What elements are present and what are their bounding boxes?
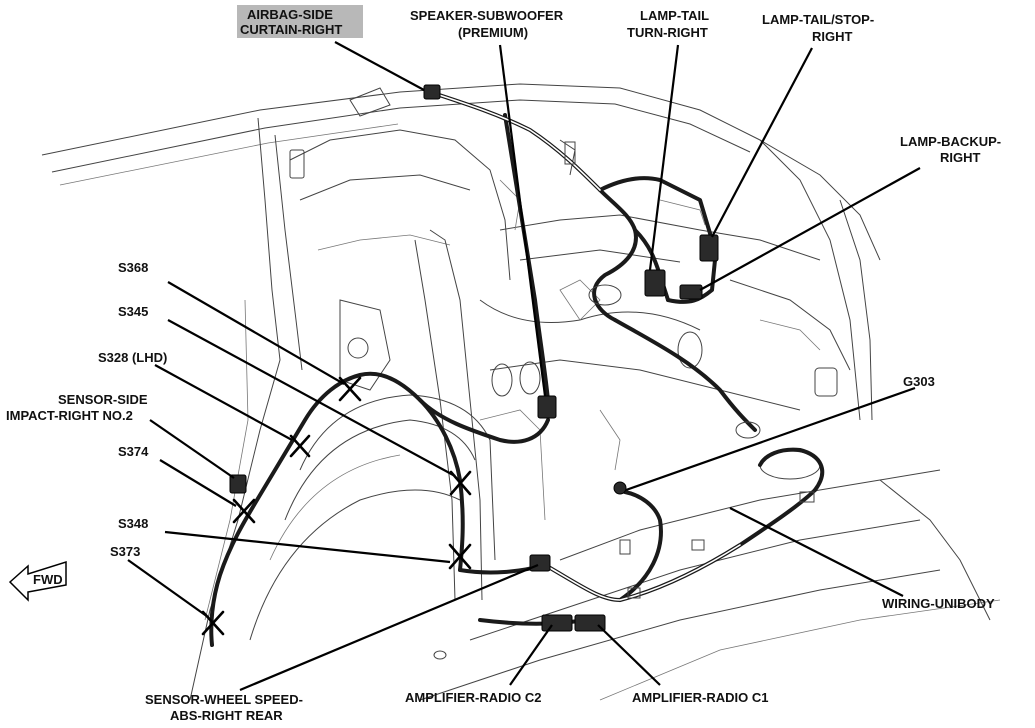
label-lamp-tail-turn-right-line1: LAMP-TAIL — [640, 8, 709, 23]
label-sensor-wheel-speed-line1: SENSOR-WHEEL SPEED- — [145, 692, 303, 707]
label-s373: S373 — [110, 544, 140, 559]
lamp-tail-turn-connector — [644, 269, 666, 297]
splice-markers — [201, 376, 472, 636]
amplifier-c1-connector — [574, 614, 606, 632]
label-lamp-backup-right-line2: RIGHT — [940, 150, 981, 165]
label-amplifier-radio-c1: AMPLIFIER-RADIO C1 — [632, 690, 769, 705]
label-wiring-unibody: WIRING-UNIBODY — [882, 596, 995, 611]
callout-labels: AIRBAG-SIDE CURTAIN-RIGHT SPEAKER-SUBWOO… — [6, 5, 1001, 723]
fwd-label: FWD — [33, 572, 63, 587]
x-mark-icon — [448, 543, 472, 570]
label-sensor-side-impact-line1: SENSOR-SIDE — [58, 392, 148, 407]
label-lamp-tail-turn-right-line2: TURN-RIGHT — [627, 25, 708, 40]
airbag-label-highlight — [237, 5, 363, 38]
sensor-side-impact-connector — [229, 474, 247, 494]
label-amplifier-radio-c2: AMPLIFIER-RADIO C2 — [405, 690, 542, 705]
wiring-harness — [209, 90, 825, 647]
label-airbag-side-curtain-right-line2: CURTAIN-RIGHT — [240, 22, 342, 37]
label-lamp-backup-right-line1: LAMP-BACKUP- — [900, 134, 1001, 149]
g303-ground-stud — [613, 481, 627, 495]
label-speaker-subwoofer-line1: SPEAKER-SUBWOOFER — [410, 8, 564, 23]
label-lamp-tail-stop-right-line1: LAMP-TAIL/STOP- — [762, 12, 874, 27]
label-s348: S348 — [118, 516, 148, 531]
lamp-tail-stop-connector — [699, 234, 719, 262]
label-s345: S345 — [118, 304, 148, 319]
label-airbag-side-curtain-right-line1: AIRBAG-SIDE — [247, 7, 333, 22]
x-mark-icon — [338, 376, 362, 402]
x-mark-icon — [289, 434, 311, 458]
x-mark-icon — [232, 498, 256, 524]
label-s368: S368 — [118, 260, 148, 275]
label-g303: G303 — [903, 374, 935, 389]
amplifier-c2-connector — [541, 614, 573, 632]
label-sensor-wheel-speed-line2: ABS-RIGHT REAR — [170, 708, 283, 723]
sensor-wheel-speed-connector — [529, 554, 551, 572]
label-speaker-subwoofer-line2: (PREMIUM) — [458, 25, 528, 40]
label-sensor-side-impact-line2: IMPACT-RIGHT NO.2 — [6, 408, 133, 423]
leader-lines — [127, 41, 921, 692]
lamp-backup-connector — [679, 284, 703, 300]
label-lamp-tail-stop-right-line2: RIGHT — [812, 29, 853, 44]
vehicle-body-structure — [41, 83, 1001, 701]
fwd-arrow-icon: FWD — [8, 560, 67, 602]
label-s328-lhd: S328 (LHD) — [98, 350, 167, 365]
subwoofer-connector — [537, 395, 557, 419]
airbag-connector — [423, 84, 441, 100]
label-s374: S374 — [118, 444, 149, 459]
